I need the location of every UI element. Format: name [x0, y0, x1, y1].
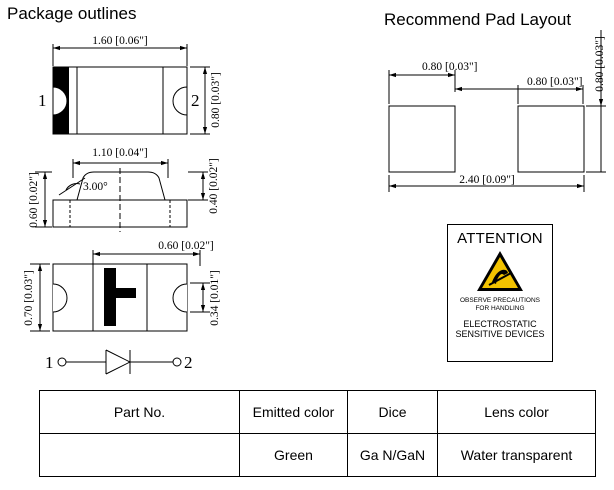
schematic-pin1-label: 1 — [45, 353, 54, 372]
side-angle-dim: 3.00° — [83, 181, 108, 193]
part-info-table: Part No. Emitted color Dice Lens color G… — [39, 390, 596, 477]
esd-warning-label: ATTENTION OBSERVE PRECAUTIONS FOR HANDLI… — [447, 224, 553, 362]
schematic-pin2-label: 2 — [184, 353, 193, 372]
header-lens-color: Lens color — [437, 390, 596, 434]
table-header-row: Part No. Emitted color Dice Lens color — [39, 390, 596, 434]
pad-total-dim: 2.40 [0.09"] — [459, 174, 514, 186]
precautions-line2: FOR HANDLING — [475, 305, 525, 312]
header-emitted-color: Emitted color — [239, 390, 348, 434]
side-lens-dim: 1.10 [0.04"] — [92, 147, 147, 159]
side-view — [35, 159, 208, 232]
precautions-line1: OBSERVE PRECAUTIONS — [459, 297, 541, 304]
bottom-mark-dim: 0.34 [0.01"] — [209, 270, 221, 325]
top-view — [52, 44, 210, 135]
pad-height-dim: 0.80 [0.03"] — [594, 36, 606, 91]
pad-layout — [388, 30, 606, 192]
diode-symbol — [57, 349, 182, 375]
pad-width-dim: 0.80 [0.03"] — [422, 61, 477, 73]
bottom-view — [30, 250, 210, 332]
cell-part-no — [39, 433, 240, 477]
top-height-dim: 0.80 [0.03"] — [210, 72, 222, 127]
esd-warning-icon — [477, 251, 523, 291]
table-row: Green Ga N/GaN Water transparent — [39, 433, 596, 477]
esd-line2: SENSITIVE DEVICES — [455, 329, 545, 339]
cell-lens-color: Water transparent — [437, 433, 596, 477]
drawing-canvas: 1.60 [0.06"] 0.80 [0.03"] 1 2 1.10 [0.04… — [23, 30, 606, 375]
package-outlines-title: Package outlines — [7, 4, 137, 23]
side-total-height-dim: 0.60 [0.02"] — [28, 172, 40, 227]
cell-dice: Ga N/GaN — [347, 433, 438, 477]
top-pin1-label: 1 — [38, 91, 47, 110]
side-lens-height-dim: 0.40 [0.02"] — [208, 158, 220, 213]
pad-layout-title: Recommend Pad Layout — [384, 10, 572, 29]
bottom-pad-dim: 0.60 [0.02"] — [158, 240, 213, 252]
header-part-no: Part No. — [39, 390, 240, 434]
pad-gap-dim: 0.80 [0.03"] — [527, 76, 582, 88]
header-dice: Dice — [347, 390, 438, 434]
bottom-width-dim: 0.70 [0.03"] — [23, 270, 35, 325]
top-width-dim: 1.60 [0.06"] — [92, 35, 147, 47]
esd-line1: ELECTROSTATIC — [463, 319, 537, 329]
cell-emitted-color: Green — [239, 433, 348, 477]
attention-heading: ATTENTION — [457, 230, 543, 247]
top-pin2-label: 2 — [191, 91, 200, 110]
